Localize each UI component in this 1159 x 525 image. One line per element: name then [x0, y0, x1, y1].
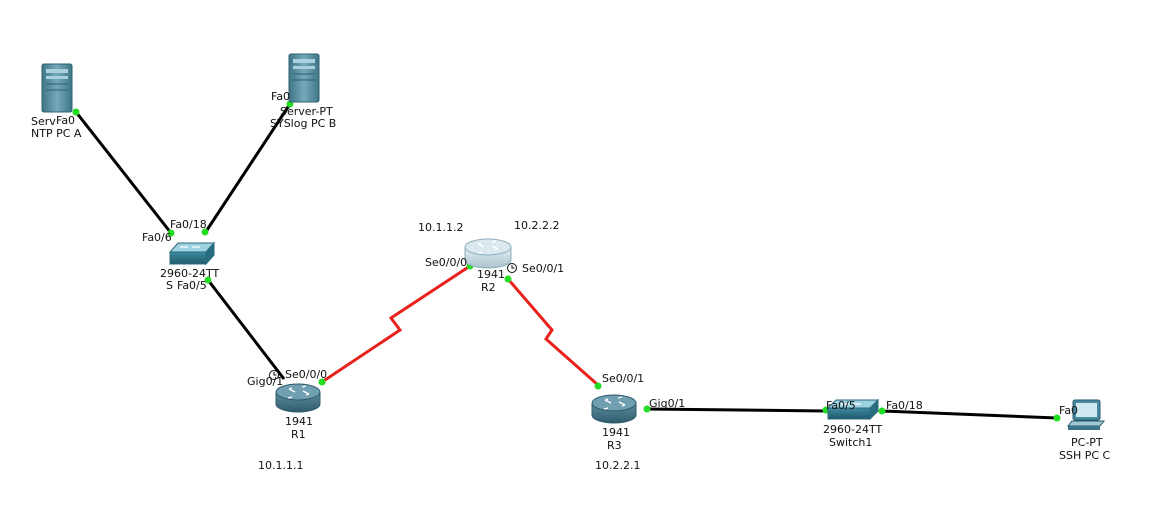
device-model-label: 2960-24TT	[823, 423, 882, 436]
device-switch1[interactable]: 2960-24TT Switch1	[823, 398, 882, 449]
device-router-r3[interactable]: 1941 R3	[591, 394, 637, 452]
port-label: Gig0/1	[247, 375, 283, 388]
device-name-label: SYSlog PC B	[270, 117, 336, 130]
link-switch1-pcc[interactable]	[881, 409, 1058, 420]
ip-address-label: 10.2.2.2	[514, 219, 559, 232]
links	[74, 103, 1058, 420]
link-r1-r2-serial[interactable]	[321, 264, 471, 384]
port-label: Gig0/1	[649, 397, 685, 410]
device-switch-s[interactable]: 2960-24TT S	[160, 241, 219, 292]
device-pc-c[interactable]: PC-PT SSH PC C	[1059, 399, 1111, 462]
link-servera-s[interactable]	[74, 111, 173, 234]
ip-address-label: 10.2.2.1	[595, 459, 640, 472]
link-s-r1[interactable]	[206, 279, 286, 380]
device-model-label: 2960-24TT	[160, 267, 219, 280]
ip-address-label: 10.1.1.2	[418, 221, 463, 234]
device-router-r2[interactable]: 1941 R2	[464, 238, 512, 294]
router-icon	[275, 383, 321, 413]
port-label: Fa0/18	[886, 399, 923, 412]
port-label: Fa0/18	[170, 218, 207, 231]
device-name-label: R3	[607, 439, 622, 452]
link-up-indicator	[167, 229, 175, 237]
router-icon	[591, 394, 637, 424]
device-name-label: NTP PC A	[31, 127, 82, 140]
port-label: Fa0/6	[142, 231, 172, 244]
port-label: Fa0	[1059, 404, 1078, 417]
port-label: Fa0	[56, 114, 75, 127]
device-model-label: Serv	[31, 115, 56, 128]
link-up-indicator	[1053, 414, 1061, 422]
port-label: Fa0	[271, 90, 290, 103]
device-model-label: 1941	[602, 426, 630, 439]
clock-icon	[269, 370, 279, 380]
link-up-indicator	[318, 378, 326, 386]
link-up-indicator	[643, 405, 651, 413]
link-status-indicators	[72, 100, 1061, 422]
device-name-label: R2	[481, 281, 496, 294]
link-up-indicator	[878, 407, 886, 415]
router-icon	[464, 238, 512, 269]
ip-address-label: 10.1.1.1	[258, 459, 303, 472]
link-r2-r3-serial[interactable]	[506, 278, 599, 387]
device-name-label: SSH PC C	[1059, 449, 1111, 462]
link-up-indicator	[594, 382, 602, 390]
link-up-indicator	[504, 275, 512, 283]
link-up-indicator	[204, 276, 212, 284]
device-name-label: Switch1	[829, 436, 872, 449]
device-model-label: PC-PT	[1071, 436, 1103, 449]
device-model-label: 1941	[285, 415, 313, 428]
switch-icon	[168, 241, 216, 266]
server-icon	[288, 53, 320, 103]
port-label: Fa0/5	[177, 279, 207, 292]
clock-icon	[507, 263, 517, 273]
device-router-r1[interactable]: 1941 R1	[275, 383, 321, 441]
link-serverb-s[interactable]	[203, 103, 292, 234]
port-label: Se0/0/1	[602, 372, 644, 385]
device-model-label: Server-PT	[280, 105, 333, 118]
device-name-label: S	[166, 279, 173, 292]
device-server-b[interactable]: Server-PT SYSlog PC B	[270, 53, 336, 130]
device-name-label: R1	[291, 428, 306, 441]
link-up-indicator	[72, 108, 80, 116]
port-label: Se0/0/0	[285, 368, 327, 381]
port-label: Se0/0/1	[522, 262, 564, 275]
server-icon	[41, 63, 73, 113]
device-model-label: 1941	[477, 268, 505, 281]
link-r3-switch1[interactable]	[646, 407, 827, 413]
pc-icon	[1066, 399, 1106, 430]
port-label: Se0/0/0	[425, 256, 467, 269]
link-up-indicator	[201, 228, 209, 236]
switch-icon	[826, 398, 880, 421]
port-label: Fa0/5	[826, 399, 856, 412]
device-server-a[interactable]: Serv NTP PC A	[31, 63, 82, 140]
